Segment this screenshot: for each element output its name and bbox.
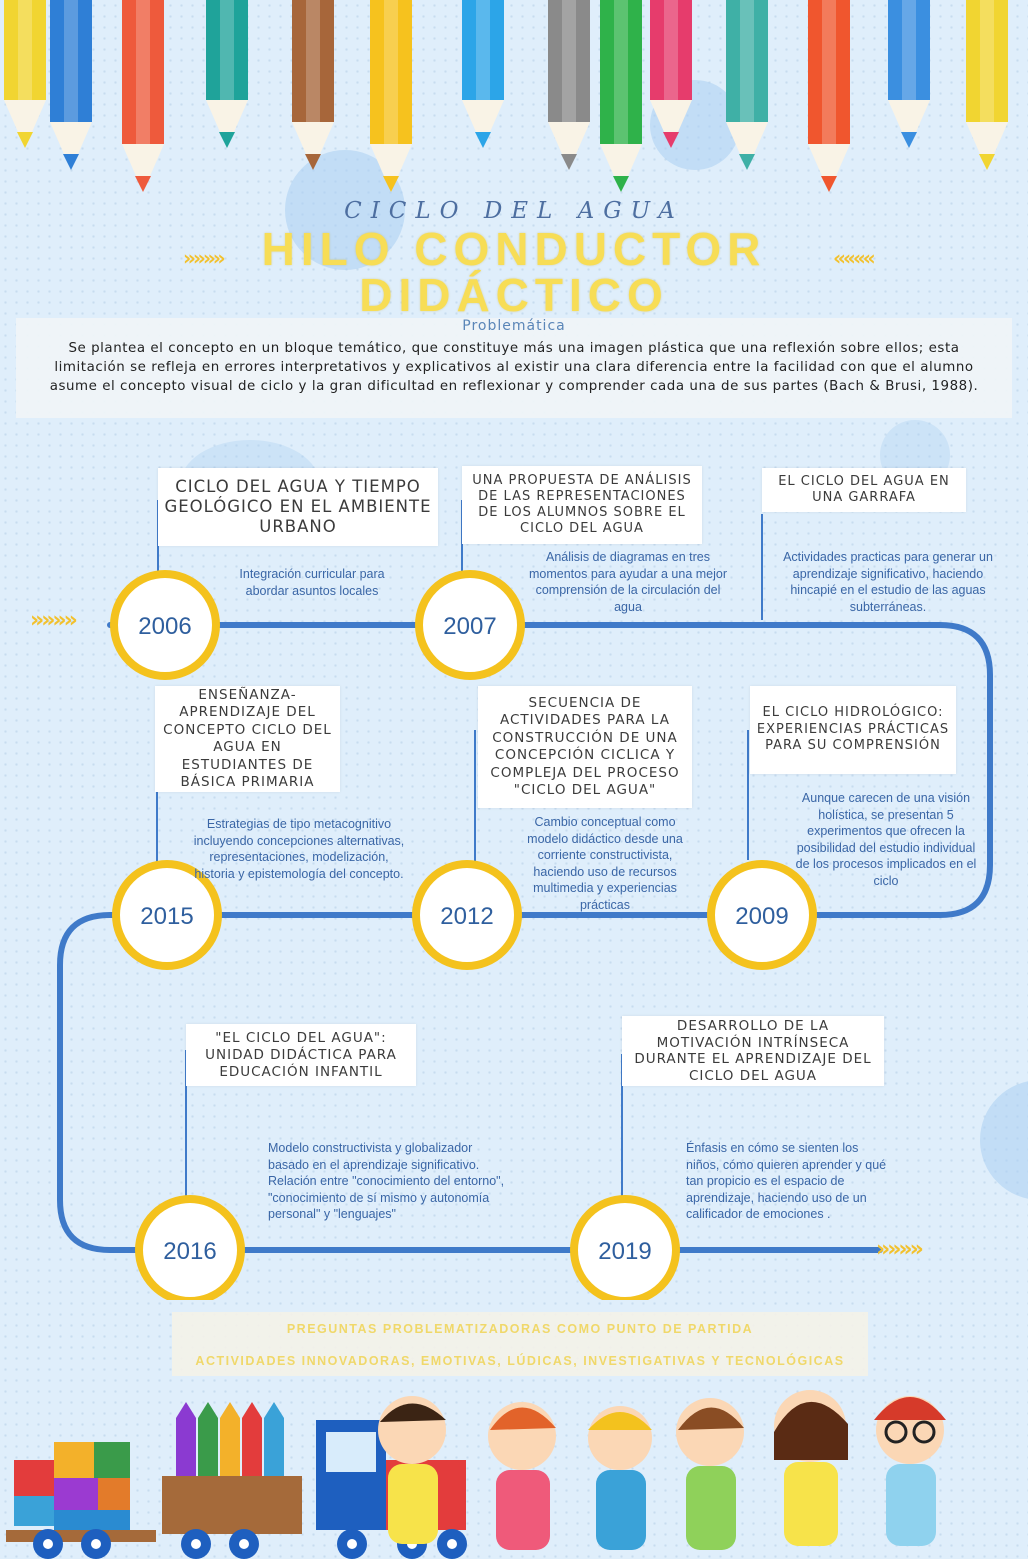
chevron-left-icon: »»»» [183, 246, 226, 270]
wheel-icon [181, 1529, 211, 1559]
pencil-icon [548, 0, 590, 170]
pencil-icon [808, 0, 850, 192]
year-label: 2016 [163, 1238, 216, 1265]
milestone-desc-2016: Modelo constructivista y globalizador ba… [268, 1141, 505, 1221]
year-node-2012: 2012 [412, 860, 522, 970]
children-illustration [6, 1390, 946, 1559]
pencil-icon [600, 0, 642, 192]
problem-box: Problemática Se plantea el concepto en u… [16, 318, 1012, 418]
year-node-2007: 2007 [415, 570, 525, 680]
pencil-icon [292, 0, 334, 170]
milestone-title-2007: UNA PROPUESTA DE ANÁLISIS DE LAS REPRESE… [462, 466, 702, 544]
milestone-desc-2007: Análisis de diagramas en tres momentos p… [528, 550, 728, 614]
milestone-title-2006: CICLO DEL AGUA Y TIEMPO GEOLÓGICO EN EL … [158, 468, 438, 546]
pencil-icon [888, 0, 930, 148]
milestone-title-2016: "EL CICLO DEL AGUA": UNIDAD DIDÁCTICA PA… [186, 1024, 416, 1086]
timeline-graphic: 2006 2007 2009 2012 2015 2016 2019 [57, 500, 993, 1300]
year-label: 2009 [735, 903, 788, 930]
milestone-title-garrafa: EL CICLO DEL AGUA EN UNA GARRAFA [762, 468, 966, 512]
milestone-desc-garrafa: Actividades practicas para generar un ap… [783, 550, 993, 614]
pencil-icon [726, 0, 768, 170]
page-title-line2: DIDÁCTICO [359, 269, 669, 321]
milestone-desc-2006: Integración curricular para abordar asun… [239, 567, 385, 598]
year-node-2006: 2006 [110, 570, 220, 680]
year-node-2019: 2019 [570, 1195, 680, 1300]
crayons-cart [162, 1402, 302, 1534]
pencils-illustration [4, 0, 1008, 192]
milestone-desc-2015: Estrategias de tipo metacognitivo incluy… [193, 817, 405, 881]
year-label: 2015 [140, 903, 193, 930]
year-label: 2007 [443, 613, 496, 640]
problem-text: Se plantea el concepto en un bloque temá… [49, 341, 979, 394]
pencil-icon [966, 0, 1008, 170]
milestone-title-2009: EL CICLO HIDROLÓGICO: EXPERIENCIAS PRÁCT… [750, 686, 956, 774]
milestone-desc-2019: Énfasis en cómo se sienten los niños, có… [686, 1141, 887, 1221]
pencil-icon [122, 0, 164, 192]
year-label: 2012 [440, 903, 493, 930]
milestone-desc-2012: Cambio conceptual como modelo didáctico … [527, 815, 683, 912]
wheel-icon [33, 1529, 63, 1559]
wheel-icon [337, 1529, 367, 1559]
end-arrows-icon: »»»» [876, 1237, 924, 1262]
toy-blocks [14, 1442, 130, 1532]
wheel-icon [437, 1529, 467, 1559]
children-group [378, 1390, 946, 1550]
pencil-icon [650, 0, 692, 148]
footer-line-2: ACTIVIDADES INNOVADORAS, EMOTIVAS, LÚDIC… [195, 1354, 845, 1368]
year-node-2016: 2016 [135, 1195, 245, 1300]
start-arrows-icon: »»»» [30, 608, 78, 633]
milestone-title-2015: ENSEÑANZA-APRENDIZAJE DEL CONCEPTO CICLO… [155, 686, 340, 792]
year-node-2015: 2015 [112, 860, 222, 970]
wheel-icon [229, 1529, 259, 1559]
footer-box: PREGUNTAS PROBLEMATIZADORAS COMO PUNTO D… [172, 1312, 868, 1376]
page-title: HILO CONDUCTOR [261, 223, 767, 275]
year-label: 2006 [138, 613, 191, 640]
timeline-path [57, 622, 993, 1253]
milestone-title-2012: SECUENCIA DE ACTIVIDADES PARA LA CONSTRU… [478, 686, 692, 808]
wheel-icon [81, 1529, 111, 1559]
pencil-icon [4, 0, 46, 148]
year-node-2009: 2009 [707, 860, 817, 970]
pencil-icon [370, 0, 412, 192]
chevron-right-icon: «««« [833, 246, 876, 270]
pencil-icon [50, 0, 92, 170]
subtitle: CICLO DEL AGUA [344, 198, 684, 224]
year-label: 2019 [598, 1238, 651, 1265]
milestone-desc-2009: Aunque carecen de una visión holística, … [795, 791, 977, 888]
footer-line-1: PREGUNTAS PROBLEMATIZADORAS COMO PUNTO D… [286, 1322, 754, 1336]
milestone-title-2019: DESARROLLO DE LA MOTIVACIÓN INTRÍNSECA D… [622, 1016, 884, 1086]
pencil-icon [206, 0, 248, 148]
problem-heading: Problemática [462, 318, 566, 334]
pencil-icon [462, 0, 504, 148]
